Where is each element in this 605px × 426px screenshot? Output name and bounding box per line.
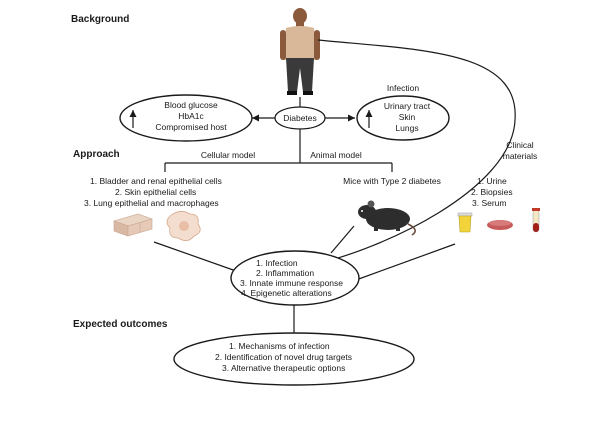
cellular-item-2: 2. Skin epithelial cells (115, 187, 196, 197)
clinical-item-3: 3. Serum (472, 198, 507, 208)
cellular-item-3: 3. Lung epithelial and macrophages (84, 198, 219, 208)
mechanisms-node (230, 250, 360, 306)
infection-line-2: Skin (399, 112, 416, 122)
cellular-model-label: Cellular model (201, 150, 255, 160)
urine-cup-icon (457, 212, 473, 233)
diabetes-label: Diabetes (283, 113, 317, 123)
cell-block-icon (113, 213, 153, 237)
infection-title: Infection (387, 83, 419, 93)
clinical-item-1: 1. Urine (477, 176, 507, 186)
animal-to-center-connector (330, 225, 355, 254)
mechanism-item-1: 1. Infection (256, 258, 298, 268)
biopsy-icon (487, 220, 513, 230)
clinical-title-2: materials (503, 151, 537, 161)
glycemic-line-1: Blood glucose (164, 100, 218, 110)
mechanism-item-4: 4. Epigenetic alterations (241, 288, 332, 298)
mechanism-item-2: 2. Inflammation (256, 268, 314, 278)
serum-tube-icon (532, 208, 540, 233)
clinical-item-2: 2. Biopsies (471, 187, 513, 197)
infection-node (356, 95, 450, 141)
animal-model-label: Animal model (310, 150, 362, 160)
glycemic-line-3: Compromised host (155, 122, 227, 132)
mice-label: Mice with Type 2 diabetes (343, 176, 441, 186)
cellular-item-1: 1. Bladder and renal epithelial cells (90, 176, 222, 186)
glycemic-status-node (119, 94, 253, 142)
infection-line-1: Urinary tract (384, 101, 431, 111)
outcome-item-3: 3. Alternative therapeutic options (222, 363, 345, 373)
cellular-to-center-connector (153, 241, 237, 272)
person-icon (280, 8, 320, 95)
background-heading: Background (71, 14, 129, 25)
outcome-item-1: 1. Mechanisms of infection (229, 341, 330, 351)
clinical-to-center-connector (355, 243, 456, 281)
outcomes-heading: Expected outcomes (73, 319, 168, 330)
clinical-title-1: Clinical (506, 140, 534, 150)
glycemic-line-2: HbA1c (178, 111, 204, 121)
outcomes-node (173, 332, 415, 386)
approach-heading: Approach (73, 149, 120, 160)
clinical-connector (314, 39, 516, 265)
mechanism-item-3: 3. Innate immune response (240, 278, 343, 288)
mouse-icon (358, 200, 416, 236)
infection-line-3: Lungs (395, 123, 418, 133)
macrophage-icon (166, 211, 201, 241)
outcome-item-2: 2. Identification of novel drug targets (215, 352, 352, 362)
